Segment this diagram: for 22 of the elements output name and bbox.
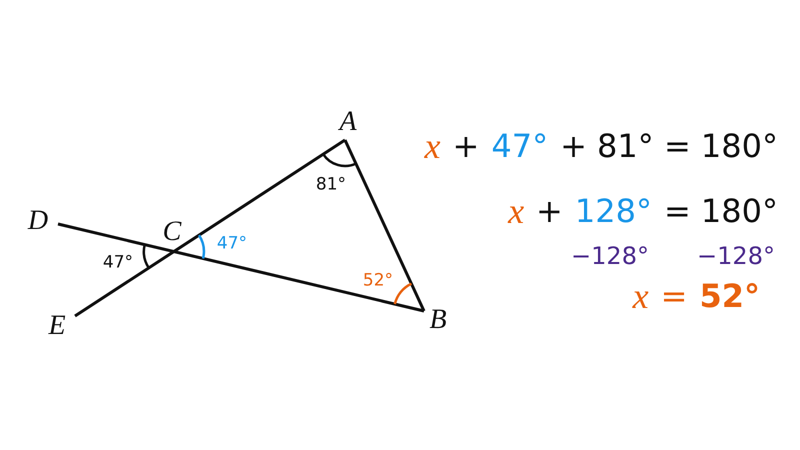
point-label: B <box>429 306 447 334</box>
equation-term: + <box>536 194 563 230</box>
equation-term: = <box>660 279 688 315</box>
variable: x <box>632 277 649 317</box>
equation-term: + 81° = 180° <box>560 129 778 165</box>
angle-label: 52° <box>362 272 394 290</box>
variable: x <box>424 127 441 167</box>
point-label: D <box>28 207 48 235</box>
point-label: A <box>339 108 357 136</box>
equation-term: 47° <box>491 129 548 165</box>
point-label: C <box>162 218 182 246</box>
equation-term: + <box>452 129 480 165</box>
variable: x <box>508 192 524 232</box>
equation-term: 128° <box>574 194 652 230</box>
equation-term: 52° <box>699 279 760 315</box>
equation-term: = 180° <box>664 194 778 230</box>
subtraction-step: −128° <box>571 244 649 268</box>
subtraction-step: −128° <box>697 244 775 268</box>
angle-label: 47° <box>216 236 248 252</box>
point-label: E <box>48 312 66 340</box>
angle-label: 47° <box>102 254 134 272</box>
angle-label: 81° <box>316 176 346 194</box>
